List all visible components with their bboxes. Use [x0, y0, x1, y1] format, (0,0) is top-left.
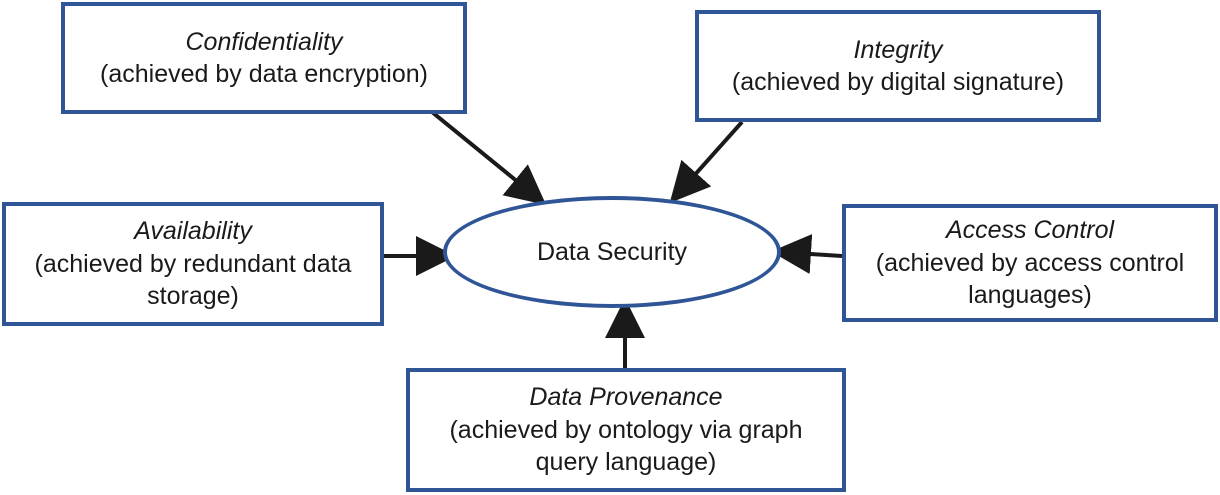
- arrow-access-control: [771, 234, 843, 274]
- data-security-label: Data Security: [536, 237, 688, 266]
- data-provenance-title: Data Provenance: [529, 383, 723, 412]
- access-control-title: Access Control: [945, 216, 1115, 245]
- access-control-box: Access Control (achieved by access contr…: [842, 204, 1218, 322]
- arrow-integrity: [669, 120, 744, 203]
- data-provenance-subtitle: (achieved by ontology via graph query la…: [449, 415, 803, 477]
- availability-subtitle: (achieved by redundant data storage): [34, 249, 352, 311]
- confidentiality-title: Confidentiality: [185, 27, 343, 56]
- arrow-confidentiality: [430, 110, 547, 206]
- data-security-ellipse: Data Security: [443, 196, 781, 308]
- integrity-title: Integrity: [853, 35, 943, 64]
- data-provenance-box: Data Provenance (achieved by ontology vi…: [406, 368, 846, 492]
- integrity-box: Integrity (achieved by digital signature…: [695, 10, 1101, 122]
- confidentiality-box: Confidentiality (achieved by data encryp…: [61, 2, 467, 114]
- integrity-subtitle: (achieved by digital signature): [731, 68, 1065, 96]
- availability-box: Availability (achieved by redundant data…: [2, 202, 384, 326]
- availability-title: Availability: [134, 217, 252, 246]
- access-control-subtitle: (achieved by access control languages): [875, 248, 1185, 310]
- confidentiality-subtitle: (achieved by data encryption): [100, 60, 428, 88]
